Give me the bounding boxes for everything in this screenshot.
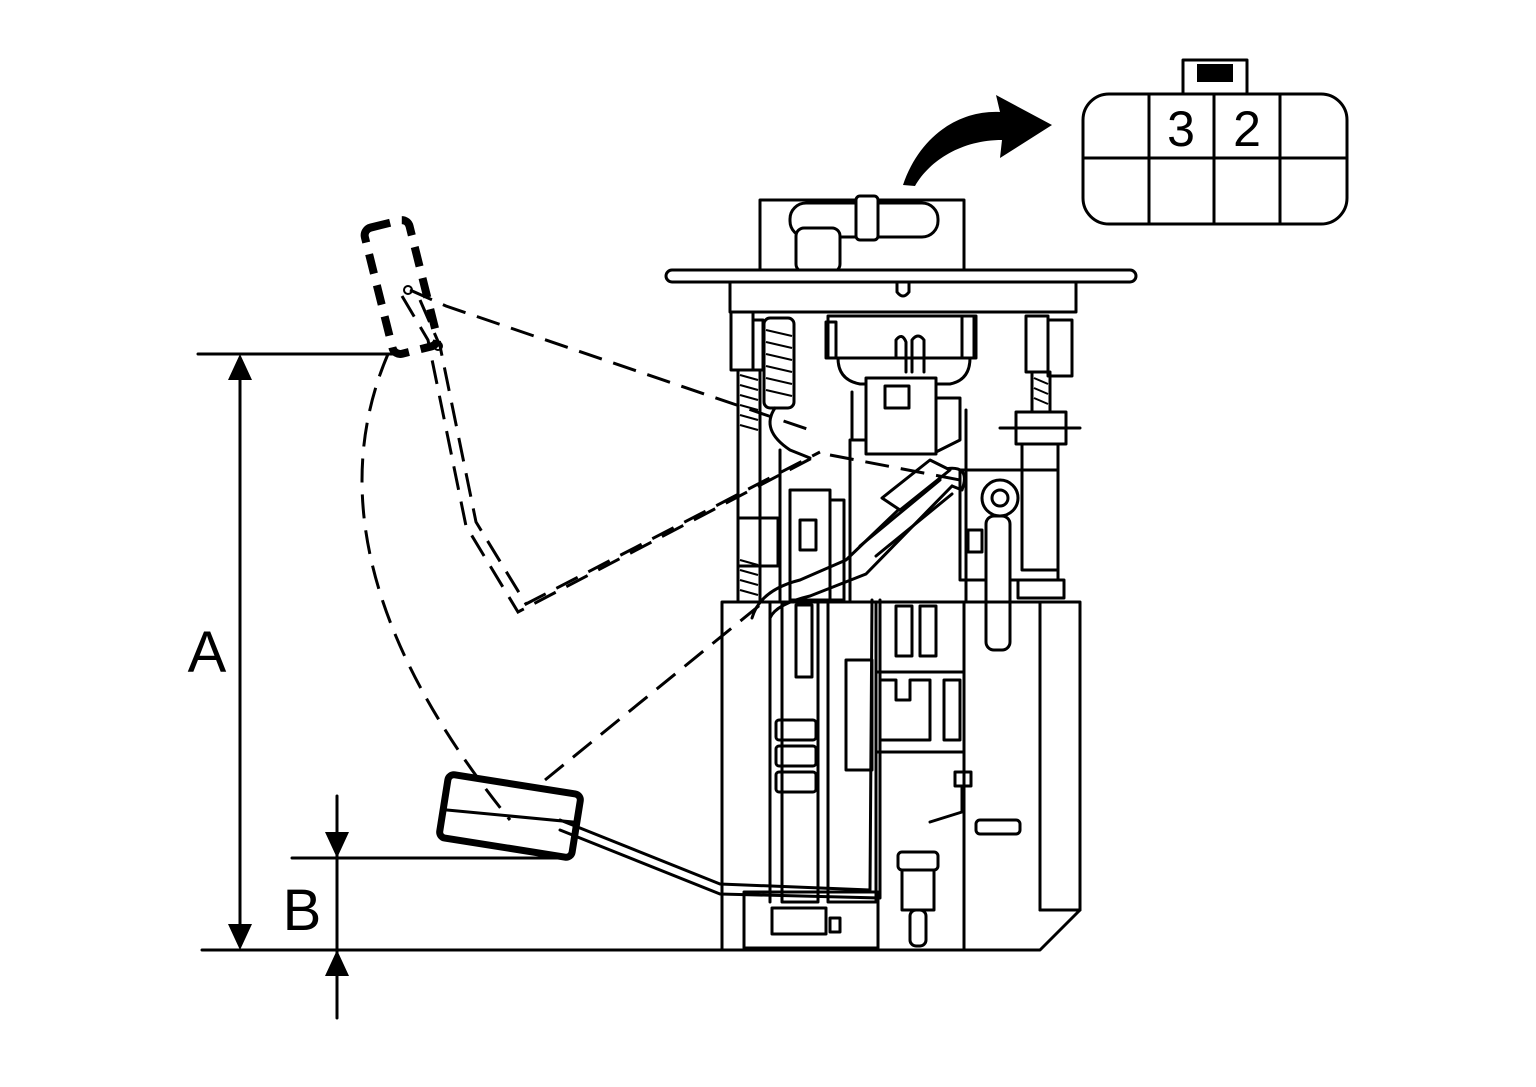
connector-pin-2-label: 2 [1233, 101, 1261, 157]
dimension-b-label: B [283, 878, 322, 943]
fuel-pump-assembly [664, 194, 1138, 952]
connector-face: 3 2 [1081, 58, 1349, 226]
connector-pin-3-label: 3 [1167, 101, 1195, 157]
curved-arrow-icon [903, 95, 1052, 186]
float-arm-lower-position [436, 598, 882, 900]
float-arm-upper-position [360, 216, 961, 614]
dimension-a-label: A [188, 620, 227, 685]
dimension-b: B [200, 794, 724, 1020]
float-arm-dashed-link [544, 603, 761, 782]
float-swing-arc [360, 353, 512, 821]
dimension-a: A [188, 352, 402, 950]
